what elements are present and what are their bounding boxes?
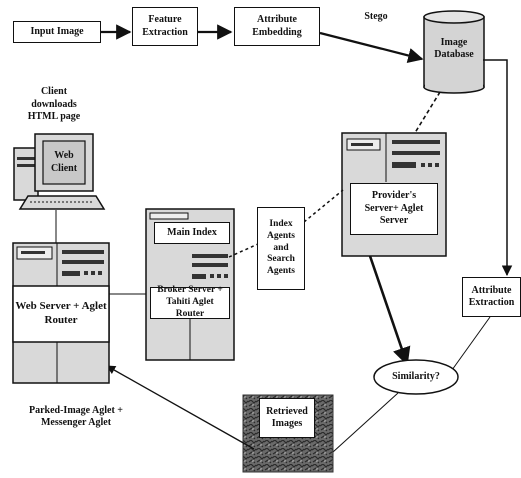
attribute-embedding-box: Attribute Embedding	[234, 7, 320, 46]
dashed-link-agents-provider	[303, 189, 344, 223]
attribute-extraction-box: Attribute Extraction	[462, 277, 521, 317]
feature-extraction-box: Feature Extraction	[132, 7, 198, 46]
broker-server-box: Broker Server + Tahiti Aglet Router	[150, 285, 230, 319]
image-database-cylinder	[423, 10, 485, 94]
input-image-box: Input Image	[13, 21, 101, 43]
web-server-icon	[12, 242, 110, 384]
arrow-embedding-to-database	[319, 31, 424, 64]
arrow-retrieved-to-web-server	[106, 365, 255, 450]
link-similarity-to-retrieved	[332, 392, 399, 453]
dashed-link-main-index-agents	[228, 243, 259, 258]
web-client-label: Web Client	[50, 150, 78, 174]
similarity-label: Similarity?	[392, 370, 440, 382]
arrow-database-to-attribute-extraction	[483, 59, 513, 277]
arrow-provider-to-similarity	[368, 255, 411, 366]
parked-image-aglet-label: Parked-Image Aglet + Messenger Aglet	[28, 404, 123, 429]
web-client-computer-icon	[13, 133, 106, 210]
client-downloads-note: Client downloads HTML page	[27, 86, 81, 123]
image-database-label: Image Database	[434, 36, 474, 61]
stego-label: Stego	[364, 10, 388, 22]
retrieved-images-box: Retrieved Images	[259, 398, 315, 438]
main-index-box: Main Index	[154, 222, 230, 244]
link-attribute-to-similarity	[451, 316, 491, 371]
similarity-ellipse	[373, 359, 459, 395]
index-search-agents-box: Index Agents and Search Agents	[257, 207, 305, 290]
providers-server-box: Provider's Server+ Aglet Server	[350, 183, 438, 235]
web-server-label: Web Server + Aglet Router	[15, 300, 107, 326]
